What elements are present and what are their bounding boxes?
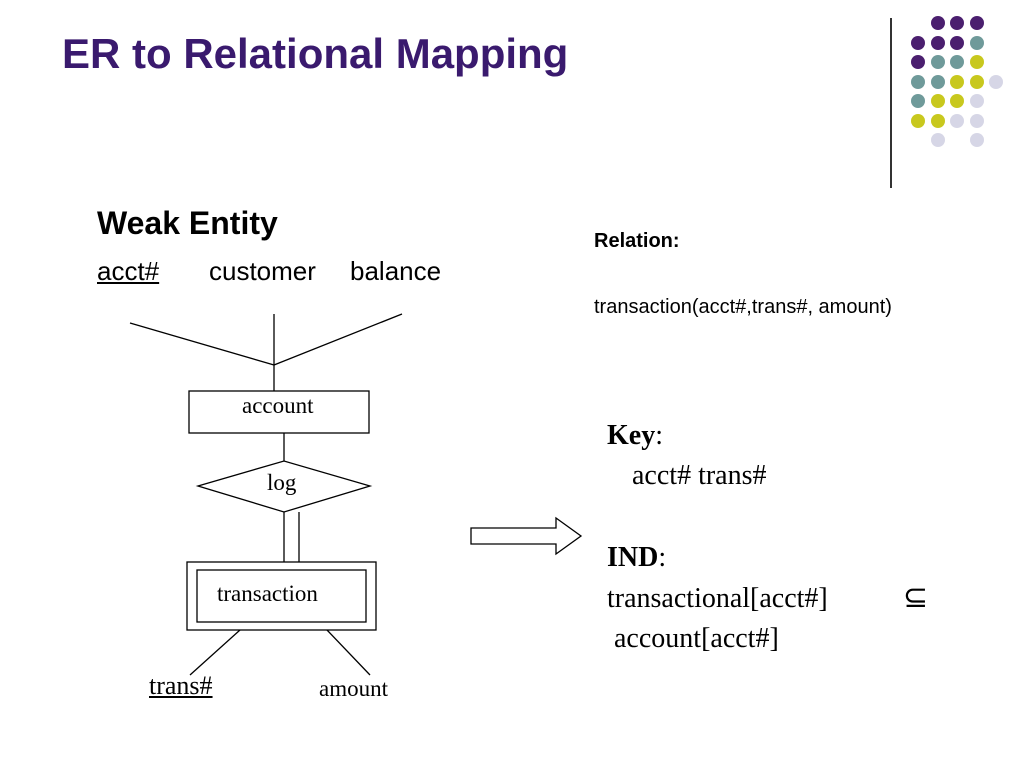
decorative-dot bbox=[969, 16, 984, 30]
connector-amount bbox=[326, 629, 371, 676]
arrow-right-icon bbox=[470, 516, 583, 556]
decorative-dot bbox=[950, 94, 964, 108]
decorative-dot bbox=[950, 74, 964, 89]
decorative-dot bbox=[911, 55, 925, 69]
connector-acct bbox=[129, 322, 275, 366]
connector-trans bbox=[189, 629, 241, 676]
key-label: Key bbox=[607, 420, 656, 451]
key-heading: Key: bbox=[607, 420, 663, 452]
relation-schema: transaction(acct#,trans#, amount) bbox=[594, 296, 892, 318]
log-relationship-label: log bbox=[267, 470, 297, 495]
decorative-dot bbox=[930, 133, 945, 147]
slide-title: ER to Relational Mapping bbox=[62, 30, 569, 77]
decorative-dot bbox=[930, 16, 945, 30]
decorative-dot bbox=[930, 94, 945, 108]
decorative-dot bbox=[950, 113, 964, 128]
ind-heading: IND: bbox=[607, 542, 666, 574]
section-subtitle: Weak Entity bbox=[97, 205, 278, 241]
decorative-dot bbox=[950, 35, 964, 50]
key-colon: : bbox=[655, 420, 663, 451]
key-value: acct# trans# bbox=[632, 460, 767, 491]
transaction-entity-inner bbox=[196, 569, 367, 623]
decorative-dot bbox=[969, 113, 984, 128]
decorative-dot bbox=[950, 16, 964, 30]
attr-amount: amount bbox=[319, 676, 388, 701]
decorative-dot bbox=[911, 113, 925, 128]
subset-symbol: ⊆ bbox=[903, 581, 929, 614]
decorative-dot bbox=[950, 55, 964, 69]
log-relationship-diamond bbox=[195, 460, 373, 513]
decorative-dot bbox=[930, 74, 945, 89]
account-entity-box bbox=[188, 390, 370, 434]
decorative-dot bbox=[911, 35, 925, 50]
connector-balance bbox=[273, 313, 403, 366]
ind-label: IND bbox=[607, 542, 659, 573]
decorative-dot bbox=[969, 35, 984, 50]
decorative-dot bbox=[930, 35, 945, 50]
decorative-divider bbox=[890, 18, 892, 188]
attr-trans-partial-key: trans# bbox=[149, 671, 213, 700]
attr-balance: balance bbox=[350, 256, 442, 286]
ind-line-2: account[acct#] bbox=[614, 623, 779, 654]
ind-line-1: transactional[acct#] bbox=[607, 583, 828, 614]
relation-label: Relation: bbox=[594, 230, 680, 252]
ind-colon: : bbox=[658, 542, 667, 573]
decorative-dot bbox=[911, 74, 925, 89]
attr-customer: customer bbox=[209, 256, 316, 286]
account-entity-label: account bbox=[242, 393, 314, 418]
attr-acct-key: acct# bbox=[97, 256, 160, 286]
transaction-entity-label: transaction bbox=[217, 581, 318, 606]
decorative-dot bbox=[930, 55, 945, 69]
decorative-dot bbox=[911, 94, 925, 108]
decorative-dot bbox=[969, 74, 984, 89]
decorative-dot bbox=[989, 74, 1003, 89]
decorative-dot bbox=[969, 94, 984, 108]
decorative-dot bbox=[969, 55, 984, 69]
decorative-dot bbox=[969, 133, 984, 147]
decorative-dot bbox=[930, 113, 945, 128]
